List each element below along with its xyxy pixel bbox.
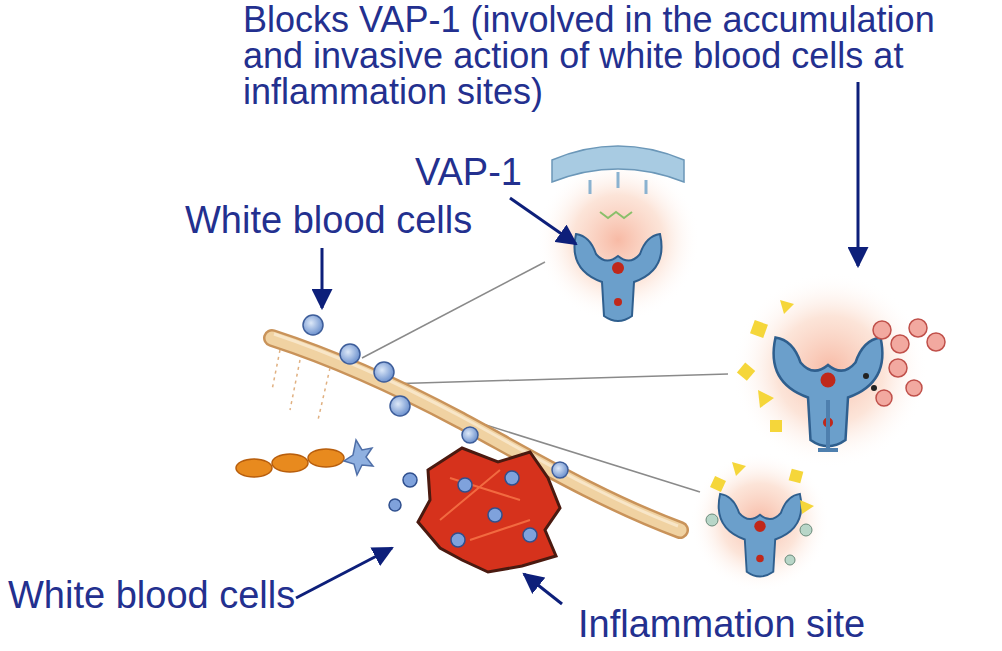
- membrane-stalk: [590, 172, 646, 194]
- inhibitor-molecule: [758, 390, 774, 408]
- infiltrating-cell: [403, 473, 417, 487]
- molecule-atom: [863, 373, 869, 379]
- molecule-atom: [871, 385, 877, 391]
- white-blood-cell: [374, 362, 394, 382]
- red-blood-cell: [308, 449, 344, 467]
- red-blood-cell: [272, 454, 308, 472]
- infiltrating-cell: [389, 499, 401, 511]
- inflammation-texture: [440, 470, 530, 540]
- site-label: Inflammation site: [578, 604, 865, 644]
- cell-label: White blood cells: [185, 200, 472, 240]
- infiltrating-cell: [451, 533, 465, 547]
- inhibitor-molecule: [732, 462, 746, 476]
- molecule-atom: [876, 390, 892, 406]
- infiltrating-cell: [458, 478, 472, 492]
- inflammation-site: [418, 448, 560, 572]
- infiltrating-cell: [523, 528, 537, 542]
- white-blood-cell: [390, 396, 410, 416]
- infiltrating-cell: [488, 508, 502, 522]
- molecule-atom: [889, 359, 907, 377]
- inhibitor-molecule: [800, 500, 814, 514]
- leader-arrow: [296, 548, 392, 598]
- inhibitor-molecule: [750, 320, 768, 338]
- small-molecule: [800, 524, 812, 536]
- leader-arrow: [524, 574, 562, 604]
- leader-arrow: [857, 82, 860, 266]
- inhibitor-molecule: [780, 300, 794, 314]
- inhibitor-molecule: [710, 476, 726, 492]
- white-blood-cell: [340, 344, 360, 364]
- white-blood-cell: [303, 315, 323, 335]
- inhibitor-molecule: [737, 363, 755, 381]
- zoom-inset: [690, 452, 830, 592]
- callout-note: Blocks VAP-1 (involved in the accumulati…: [243, 2, 988, 110]
- molecule-atom: [906, 380, 922, 396]
- leader-arrow: [510, 198, 576, 244]
- molecule-atom: [891, 335, 909, 353]
- vap-1-protein: [719, 494, 802, 577]
- zoom-line: [385, 374, 728, 384]
- small-molecule: [785, 555, 795, 565]
- cell-label: White blood cells: [8, 575, 295, 615]
- molecule-atom: [909, 319, 927, 337]
- infiltrating-cell: [505, 471, 519, 485]
- red-blood-cell: [236, 459, 272, 477]
- migrating-cell: [344, 440, 373, 475]
- zoom-inset: [536, 158, 700, 322]
- inhibitor-molecule: [770, 420, 782, 432]
- inhibitor-molecule: [789, 469, 804, 484]
- leader-arrow: [321, 248, 324, 308]
- vap-1-protein: [574, 234, 661, 321]
- small-molecule: [706, 514, 718, 526]
- zoom-line: [362, 262, 545, 358]
- zoom-inset: [732, 272, 928, 468]
- white-blood-cell: [552, 462, 568, 478]
- molecule-atom: [873, 321, 891, 339]
- ligand: [600, 212, 632, 218]
- molecule-atom: [927, 333, 945, 351]
- protein-label: VAP-1: [415, 152, 522, 192]
- protein-stalk: [818, 400, 838, 450]
- migration-trace: [272, 350, 330, 420]
- white-blood-cell: [462, 427, 478, 443]
